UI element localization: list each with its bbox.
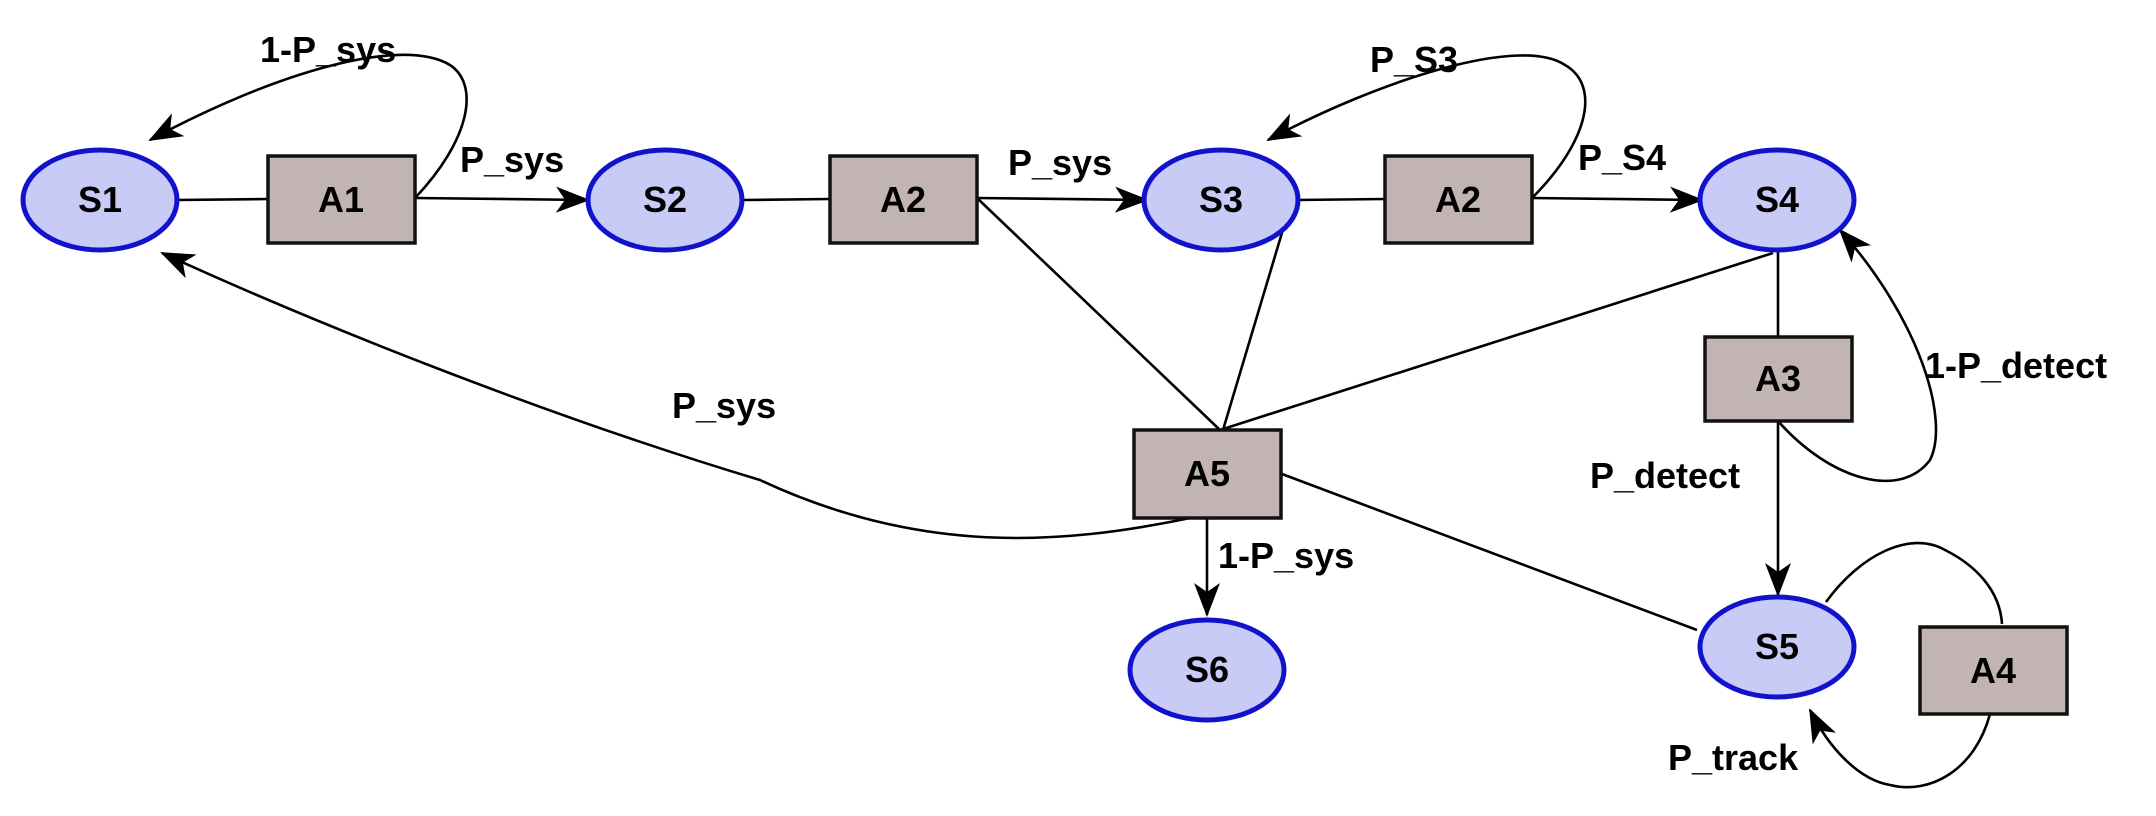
state-s1-label: S1 <box>78 179 122 220</box>
edge-s3-a2 <box>1295 197 1386 202</box>
arrow-a4-s5 <box>1808 708 1992 789</box>
arrow-a5-s1 <box>160 251 1191 540</box>
action-a2-left-label: A2 <box>880 179 926 220</box>
state-s4-label: S4 <box>1755 179 1799 220</box>
label-a2-to-s3: P_sys <box>1008 142 1112 183</box>
arrow-a2-self-s3 <box>1266 54 1587 199</box>
state-s4: S4 <box>1697 147 1857 253</box>
label-a2-to-s4: P_S4 <box>1578 137 1666 178</box>
action-a3-label: A3 <box>1755 358 1801 399</box>
edge-s1-a1 <box>176 197 269 202</box>
label-a5-to-s1: P_sys <box>672 385 776 426</box>
state-s2: S2 <box>585 147 745 253</box>
label-a1-self-loop: 1-P_sys <box>260 29 396 70</box>
edge-s3-a5 <box>1221 225 1286 431</box>
action-a1: A1 <box>266 154 417 245</box>
state-s1: S1 <box>20 147 180 253</box>
label-a4-to-s5: P_track <box>1668 737 1799 778</box>
state-s5: S5 <box>1697 594 1857 700</box>
label-a5-to-s6: 1-P_sys <box>1218 535 1354 576</box>
state-s3: S3 <box>1141 147 1301 253</box>
action-a4-label: A4 <box>1970 650 2016 691</box>
state-s2-label: S2 <box>643 179 687 220</box>
label-a3-to-s4: 1-P_detect <box>1925 345 2107 386</box>
edge-a2-a5 <box>976 197 1221 431</box>
arrow-a1-self-s1 <box>148 53 468 199</box>
action-a2-left: A2 <box>828 154 979 245</box>
edge-s5-a4-loop <box>1824 541 2004 625</box>
label-a3-to-s5: P_detect <box>1590 455 1740 496</box>
action-a4: A4 <box>1918 625 2069 716</box>
arrow-a3-s4 <box>1777 228 1938 483</box>
label-a2-self-loop: P_S3 <box>1370 39 1458 80</box>
arrow-a2-s4 <box>1531 186 1704 213</box>
edge-s5-a5 <box>1281 472 1698 632</box>
state-s6: S6 <box>1127 617 1287 723</box>
action-a2-right-label: A2 <box>1435 179 1481 220</box>
state-s3-label: S3 <box>1199 179 1243 220</box>
edge-s2-a2 <box>742 197 831 202</box>
action-a5-label: A5 <box>1184 453 1230 494</box>
arrow-a2-s3 <box>976 186 1149 213</box>
action-a3: A3 <box>1703 335 1854 423</box>
arrow-a1-s2 <box>414 186 590 213</box>
action-a1-label: A1 <box>318 179 364 220</box>
label-a1-to-s2: P_sys <box>460 139 564 180</box>
action-a5: A5 <box>1132 428 1283 520</box>
state-s5-label: S5 <box>1755 626 1799 667</box>
state-s6-label: S6 <box>1185 649 1229 690</box>
edge-s4-a5 <box>1219 251 1774 432</box>
action-a2-right: A2 <box>1383 154 1534 245</box>
